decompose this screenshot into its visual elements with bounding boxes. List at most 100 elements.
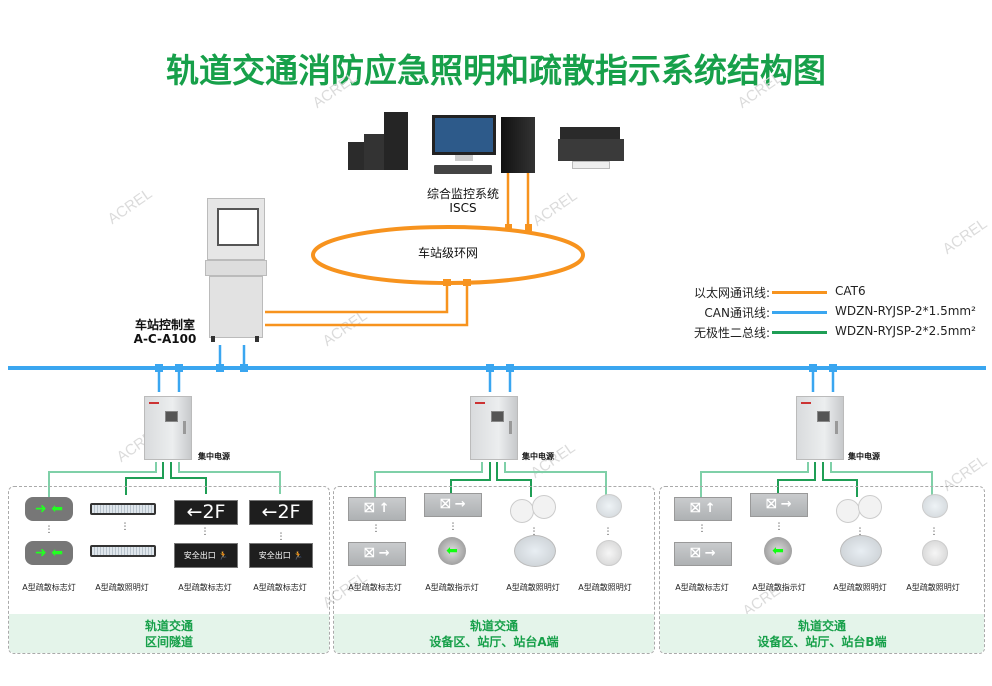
device-label: A型疏散照明灯	[578, 583, 632, 592]
device-label: A型疏散照明灯	[506, 583, 560, 592]
legend-swatch	[772, 331, 827, 334]
spot-emergency-light[interactable]	[922, 540, 948, 566]
legend-value: WDZN-RYJSP-2*2.5mm²	[835, 324, 976, 338]
exit-sign[interactable]: 安全出口 🏃 EXIT	[174, 543, 238, 583]
ellipsis: ⋮	[774, 522, 784, 532]
exit-sign[interactable]: 安全出口 🏃 EXIT	[249, 543, 313, 583]
zone-footer: 轨道交通 设备区、站厅、站台A端	[334, 614, 654, 653]
zone-station-a: 轨道交通 设备区、站厅、站台A端	[333, 486, 655, 654]
zone-tunnel: 轨道交通 区间隧道	[8, 486, 330, 654]
iscs-label-cn: 综合监控系统	[426, 187, 499, 201]
twin-spot-emergency-light[interactable]	[510, 495, 556, 523]
ellipsis: ⋮	[855, 527, 865, 537]
central-power-supply-1[interactable]	[144, 396, 192, 460]
ceiling-emergency-light[interactable]	[840, 535, 882, 567]
control-room-label: 车站控制室 A-C-A100	[120, 318, 210, 346]
keyboard-icon	[434, 165, 492, 174]
evacuation-sign-double-arrow[interactable]: ➜ ⬅	[25, 541, 73, 565]
floor-direction-indicator[interactable]: ⬅	[438, 537, 466, 565]
legend-swatch	[772, 291, 827, 294]
ellipsis: ⋮	[276, 532, 286, 542]
ellipsis: ⋮	[929, 527, 939, 537]
server-tower-icon	[501, 117, 535, 173]
exit-sign-exit: EXIT	[197, 574, 215, 583]
exit-sign-text: 安全出口	[183, 551, 216, 560]
legend-name: 无极性二总线:	[693, 326, 770, 340]
device-label: A型疏散照明灯	[833, 583, 887, 592]
legend-bus: 无极性二总线: WDZN-RYJSP-2*2.5mm²	[660, 324, 990, 344]
ellipsis: ⋮	[120, 522, 130, 532]
linear-emergency-light[interactable]	[90, 503, 156, 515]
ring-network-label: 车站级环网	[417, 246, 478, 260]
ellipsis: ⋮	[529, 527, 539, 537]
diagram-title: 轨道交通消防应急照明和疏散指示系统结构图	[166, 51, 826, 90]
exit-sign-right-arrow[interactable]: ⛝ →	[750, 493, 808, 517]
device-label: A型疏散照明灯	[95, 583, 149, 592]
can-bus	[8, 345, 986, 392]
device-label: A型疏散标志灯	[253, 583, 307, 592]
spot-emergency-light[interactable]	[596, 540, 622, 566]
device-label: A型疏散指示灯	[425, 583, 479, 592]
zone-subtitle: 区间隧道	[144, 635, 193, 649]
psu-label: 集中电源	[522, 452, 554, 461]
monitor-icon	[432, 115, 496, 155]
downlight[interactable]	[922, 494, 948, 518]
linear-emergency-light[interactable]	[90, 545, 156, 557]
floor-sign[interactable]: ←2F	[174, 500, 238, 525]
device-label: A型疏散标志灯	[22, 583, 76, 592]
zone-footer: 轨道交通 区间隧道	[9, 614, 329, 653]
monitor-stand	[455, 155, 473, 161]
ellipsis: ⋮	[371, 524, 381, 534]
central-power-supply-2[interactable]	[470, 396, 518, 460]
ellipsis: ⋮	[200, 527, 210, 537]
iscs-label-en: ISCS	[449, 201, 477, 215]
twin-spot-emergency-light[interactable]	[836, 495, 882, 523]
floor-direction-indicator[interactable]: ⬅	[764, 537, 792, 565]
legend-value: CAT6	[835, 284, 866, 298]
legend-name: CAN通讯线:	[704, 306, 770, 320]
psu-label: 集中电源	[198, 452, 230, 461]
bus-zone-3	[700, 462, 933, 497]
exit-sign-up-arrow[interactable]: ⛝ ↑	[348, 497, 406, 521]
printer-icon	[558, 127, 624, 171]
iscs-ring-links	[505, 170, 532, 231]
ellipsis: ⋮	[697, 524, 707, 534]
station-control-console[interactable]	[205, 198, 267, 343]
legend-name: 以太网通讯线:	[693, 286, 770, 300]
iscs-label: 综合监控系统 ISCS	[418, 187, 508, 215]
ellipsis: ⋮	[448, 522, 458, 532]
zone-subtitle: 设备区、站厅、站台B端	[757, 635, 887, 649]
device-label: A型疏散标志灯	[178, 583, 232, 592]
bus-zone-2	[374, 462, 607, 497]
ceiling-emergency-light[interactable]	[514, 535, 556, 567]
legend-can: CAN通讯线: WDZN-RYJSP-2*1.5mm²	[660, 304, 990, 324]
zone-footer: 轨道交通 设备区、站厅、站台B端	[660, 614, 984, 653]
psu-label: 集中电源	[848, 452, 880, 461]
ellipsis: ⋮	[603, 527, 613, 537]
central-power-supply-3[interactable]	[796, 396, 844, 460]
downlight[interactable]	[596, 494, 622, 518]
zone-title: 轨道交通	[797, 619, 846, 633]
device-label: A型疏散标志灯	[675, 583, 729, 592]
control-room-ring-links	[265, 279, 471, 327]
legend-ethernet: 以太网通讯线: CAT6	[660, 284, 990, 304]
exit-sign-right-arrow[interactable]: ⛝ →	[348, 542, 406, 566]
device-label: A型疏散指示灯	[752, 583, 806, 592]
control-room-name: 车站控制室	[134, 318, 195, 332]
legend-value: WDZN-RYJSP-2*1.5mm²	[835, 304, 976, 318]
zone-title: 轨道交通	[469, 619, 518, 633]
floor-sign[interactable]: ←2F	[249, 500, 313, 525]
zone-title: 轨道交通	[144, 619, 193, 633]
zone-station-b: 轨道交通 设备区、站厅、站台B端	[659, 486, 985, 654]
ellipsis: ⋮	[44, 525, 54, 535]
exit-sign-exit: EXIT	[272, 574, 290, 583]
legend-swatch	[772, 311, 827, 314]
exit-sign-text: 安全出口	[258, 551, 291, 560]
exit-sign-right-arrow[interactable]: ⛝ →	[674, 542, 732, 566]
zone-subtitle: 设备区、站厅、站台A端	[429, 635, 559, 649]
exit-sign-up-arrow[interactable]: ⛝ ↑	[674, 497, 732, 521]
exit-sign-right-arrow[interactable]: ⛝ →	[424, 493, 482, 517]
evacuation-sign-double-arrow[interactable]: ➜ ⬅	[25, 497, 73, 521]
device-label: A型疏散标志灯	[348, 583, 402, 592]
